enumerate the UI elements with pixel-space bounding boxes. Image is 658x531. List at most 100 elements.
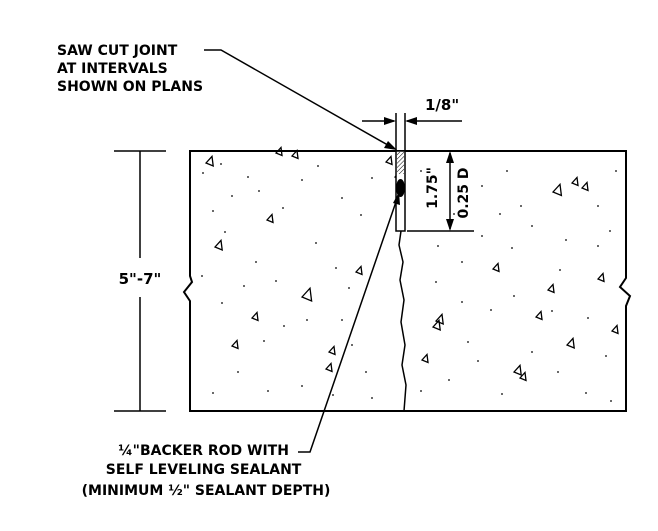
backer-rod-note: ¼"BACKER ROD WITH SELF LEVELING SEALANT … [82, 443, 331, 499]
saw-cut-note: SAW CUT JOINT AT INTERVALS SHOWN ON PLAN… [57, 43, 203, 95]
aggregate-dot [531, 225, 533, 227]
aggregate-triangle [384, 155, 393, 166]
aggregate-dot [499, 213, 501, 215]
aggregate-dot [258, 190, 260, 192]
aggregate-dot [360, 214, 362, 216]
aggregate-dot [511, 247, 513, 249]
aggregate-dot [255, 261, 257, 263]
aggregate-dot [437, 245, 439, 247]
aggregate-dot [513, 295, 515, 297]
aggregate-triangle [596, 272, 605, 283]
aggregate-dot [237, 371, 239, 373]
aggregate-dot [448, 379, 450, 381]
aggregate-triangle [518, 371, 527, 382]
aggregate-triangle [265, 213, 274, 224]
aggregate-dot [371, 397, 373, 399]
slab-thickness-label: 5"-7" [119, 270, 162, 288]
cut-depth-dimension [407, 151, 474, 232]
aggregate-dot [565, 239, 567, 241]
aggregate-dot [371, 177, 373, 179]
aggregate-dot [335, 267, 337, 269]
aggregate-triangle [565, 336, 575, 350]
sealant-hatch [397, 152, 404, 174]
aggregate-dot [201, 275, 203, 277]
aggregate-dot [247, 176, 249, 178]
cut-depth-ratio-label: 0.25 D [456, 167, 472, 218]
aggregate-dot [212, 392, 214, 394]
aggregate-triangle [610, 324, 619, 335]
aggregate-triangle [290, 149, 299, 160]
aggregate-dot [557, 371, 559, 373]
aggregate-dot [490, 309, 492, 311]
crack-line [398, 230, 407, 412]
aggregate-dot [610, 400, 612, 402]
aggregate-triangle [274, 146, 283, 157]
slab-thickness-dimension [114, 150, 166, 412]
aggregate-dot [202, 172, 204, 174]
joint-width-dimension [362, 113, 462, 150]
aggregate-dot [420, 170, 422, 172]
concrete-slab-outline [182, 150, 632, 412]
aggregate-dot [306, 319, 308, 321]
aggregate-triangle [230, 339, 239, 350]
aggregate-dot [224, 231, 226, 233]
saw-cut-leader [204, 49, 394, 149]
aggregate-dot [615, 170, 617, 172]
aggregate-triangle [213, 238, 223, 252]
aggregate-dot [467, 341, 469, 343]
aggregate-dot [341, 319, 343, 321]
aggregate-triangle [491, 262, 500, 273]
aggregate-triangle [300, 286, 313, 303]
aggregate-dot [231, 195, 233, 197]
aggregate-dot [283, 325, 285, 327]
aggregate-dot [461, 301, 463, 303]
aggregate-dot [477, 360, 479, 362]
aggregate-triangle [570, 176, 579, 187]
aggregate-triangle [431, 318, 441, 332]
aggregate-dot [212, 210, 214, 212]
aggregate-triangle [512, 363, 522, 377]
aggregate-dot [315, 242, 317, 244]
aggregate-dot [341, 197, 343, 199]
aggregate-dot [420, 390, 422, 392]
aggregate-triangle [250, 311, 259, 322]
aggregate-triangle [580, 181, 589, 192]
aggregate-dot [435, 281, 437, 283]
aggregate-triangle [324, 362, 333, 373]
aggregate-dot [461, 261, 463, 263]
aggregate-dot [559, 269, 561, 271]
aggregate-dot [263, 340, 265, 342]
cut-depth-label: 1.75" [425, 167, 441, 209]
backer-rod [396, 179, 405, 197]
aggregate-dot [501, 393, 503, 395]
aggregate-dot [609, 230, 611, 232]
aggregate-dot [351, 344, 353, 346]
aggregate-dot [506, 170, 508, 172]
aggregate-dot [220, 163, 222, 165]
aggregate-dot [481, 235, 483, 237]
aggregate-dot [332, 394, 334, 396]
aggregate-dot [348, 287, 350, 289]
aggregate-triangle [546, 283, 555, 294]
aggregate-dot [267, 390, 269, 392]
aggregate-triangle [534, 310, 543, 321]
concrete-aggregate-texture [201, 146, 619, 402]
aggregate-triangle [204, 154, 214, 168]
aggregate-dot [243, 285, 245, 287]
aggregate-dot [301, 385, 303, 387]
aggregate-triangle [327, 345, 336, 356]
aggregate-dot [301, 179, 303, 181]
saw-cut-leader-arrow [384, 141, 397, 150]
aggregate-dot [453, 213, 455, 215]
aggregate-dot [365, 371, 367, 373]
aggregate-dot [221, 302, 223, 304]
aggregate-dot [520, 205, 522, 207]
backer-rod-leader [298, 195, 399, 453]
aggregate-dot [605, 355, 607, 357]
aggregate-dot [587, 317, 589, 319]
aggregate-dot [481, 185, 483, 187]
aggregate-dot [597, 205, 599, 207]
joint-width-label: 1/8" [425, 96, 459, 114]
aggregate-dot [317, 165, 319, 167]
aggregate-triangle [354, 265, 363, 276]
